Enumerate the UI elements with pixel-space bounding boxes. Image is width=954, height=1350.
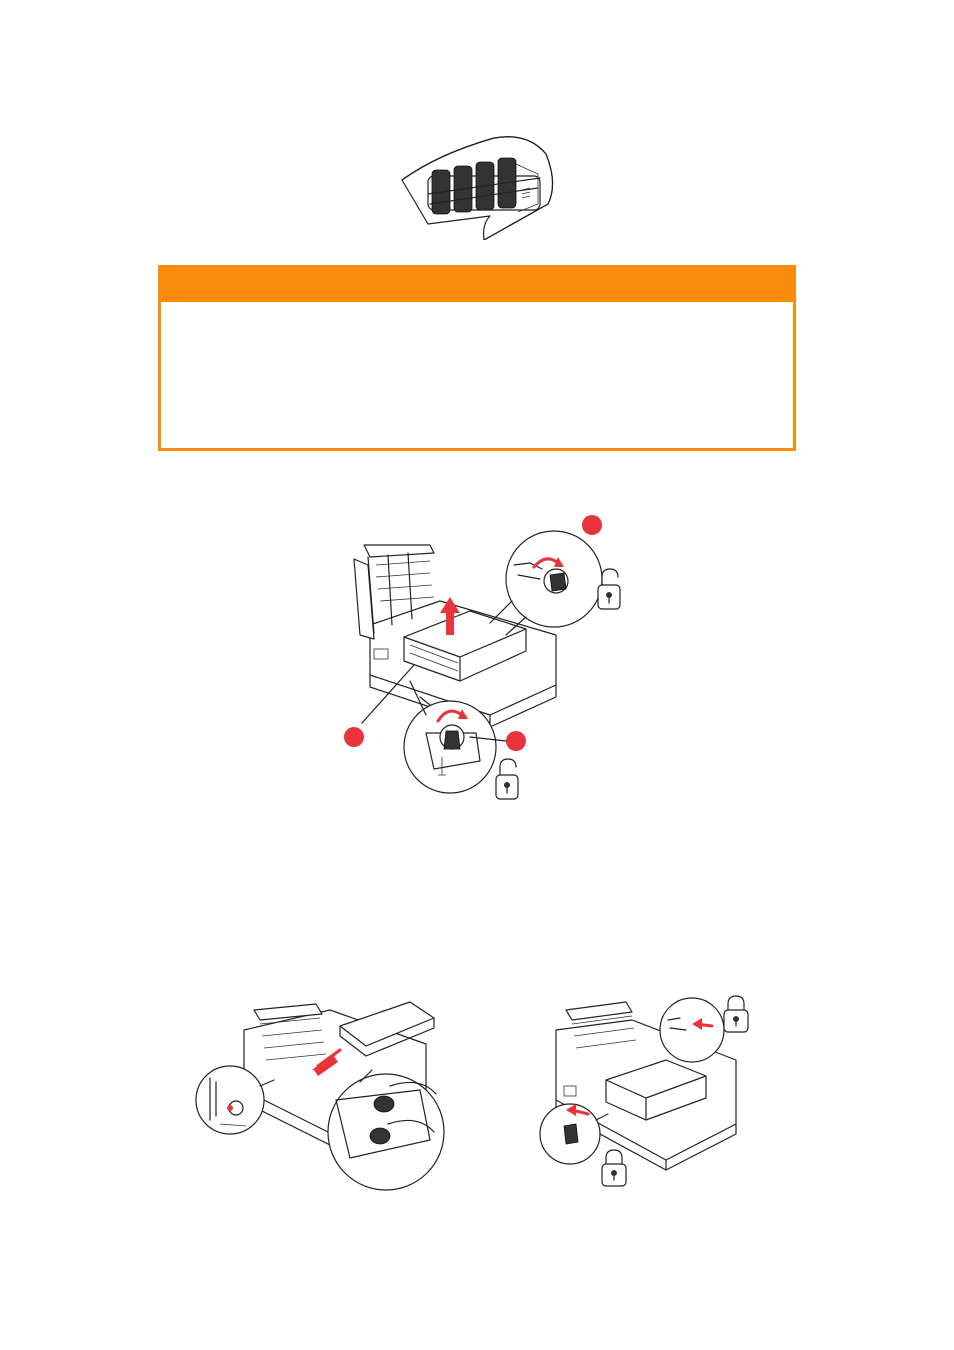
figure-image-drums bbox=[398, 134, 558, 240]
caution-box bbox=[158, 265, 796, 451]
figure-transfer-belt-insertion bbox=[190, 990, 460, 1196]
open-padlock-icon bbox=[495, 758, 519, 800]
closed-padlock-icon bbox=[601, 1149, 627, 1187]
open-padlock-icon bbox=[597, 568, 621, 610]
closed-padlock-icon bbox=[723, 995, 749, 1033]
figure-transfer-belt-locking bbox=[536, 990, 754, 1190]
caution-header-bar bbox=[161, 268, 793, 302]
figure-transfer-belt-removal bbox=[330, 505, 640, 805]
